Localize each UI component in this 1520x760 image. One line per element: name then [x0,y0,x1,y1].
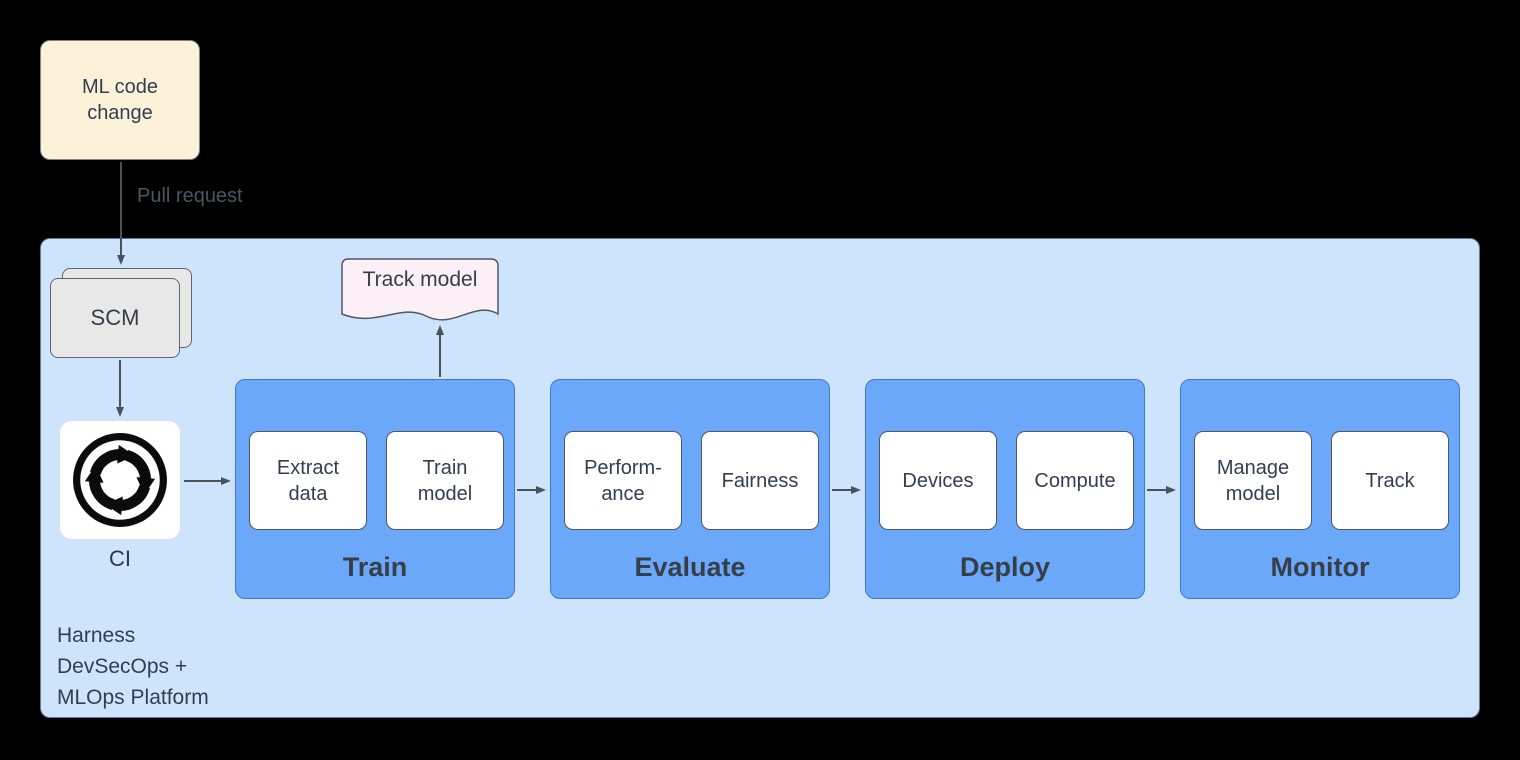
step-performance: Perform-ance [564,431,682,530]
step-extract-data: Extract data [249,431,367,530]
step-track: Track [1331,431,1449,530]
stage-evaluate-title: Evaluate [634,552,746,582]
stage-train: Extract data Train model Train [235,379,515,599]
step-devices: Devices [879,431,997,530]
platform-caption: Harness DevSecOps + MLOps Platform [57,620,209,713]
stage-evaluate: Perform-ance Fairness Evaluate [550,379,830,599]
scm-node: SCM [50,278,180,358]
track-model-document-shape [341,258,499,321]
pull-request-edge-label: Pull request [137,185,243,207]
step-compute: Compute [1016,431,1134,530]
ci-cycle-icon [73,433,167,527]
caption-line: MLOps Platform [57,686,209,709]
caption-line: DevSecOps + [57,655,188,678]
stage-deploy: Devices Compute Deploy [865,379,1145,599]
caption-line: Harness [57,624,136,647]
step-manage-model: Manage model [1194,431,1312,530]
step-fairness: Fairness [701,431,819,530]
stage-deploy-title: Deploy [959,552,1051,582]
track-model-label: Track model [362,268,478,291]
stage-train-title: Train [342,552,408,582]
ml-code-change-node: ML code change [40,40,200,160]
ci-node [60,421,180,539]
stage-monitor-title: Monitor [1270,552,1370,582]
step-train-model: Train model [386,431,504,530]
stage-monitor: Manage model Track Monitor [1180,379,1460,599]
ci-node-label: CI [109,546,131,571]
